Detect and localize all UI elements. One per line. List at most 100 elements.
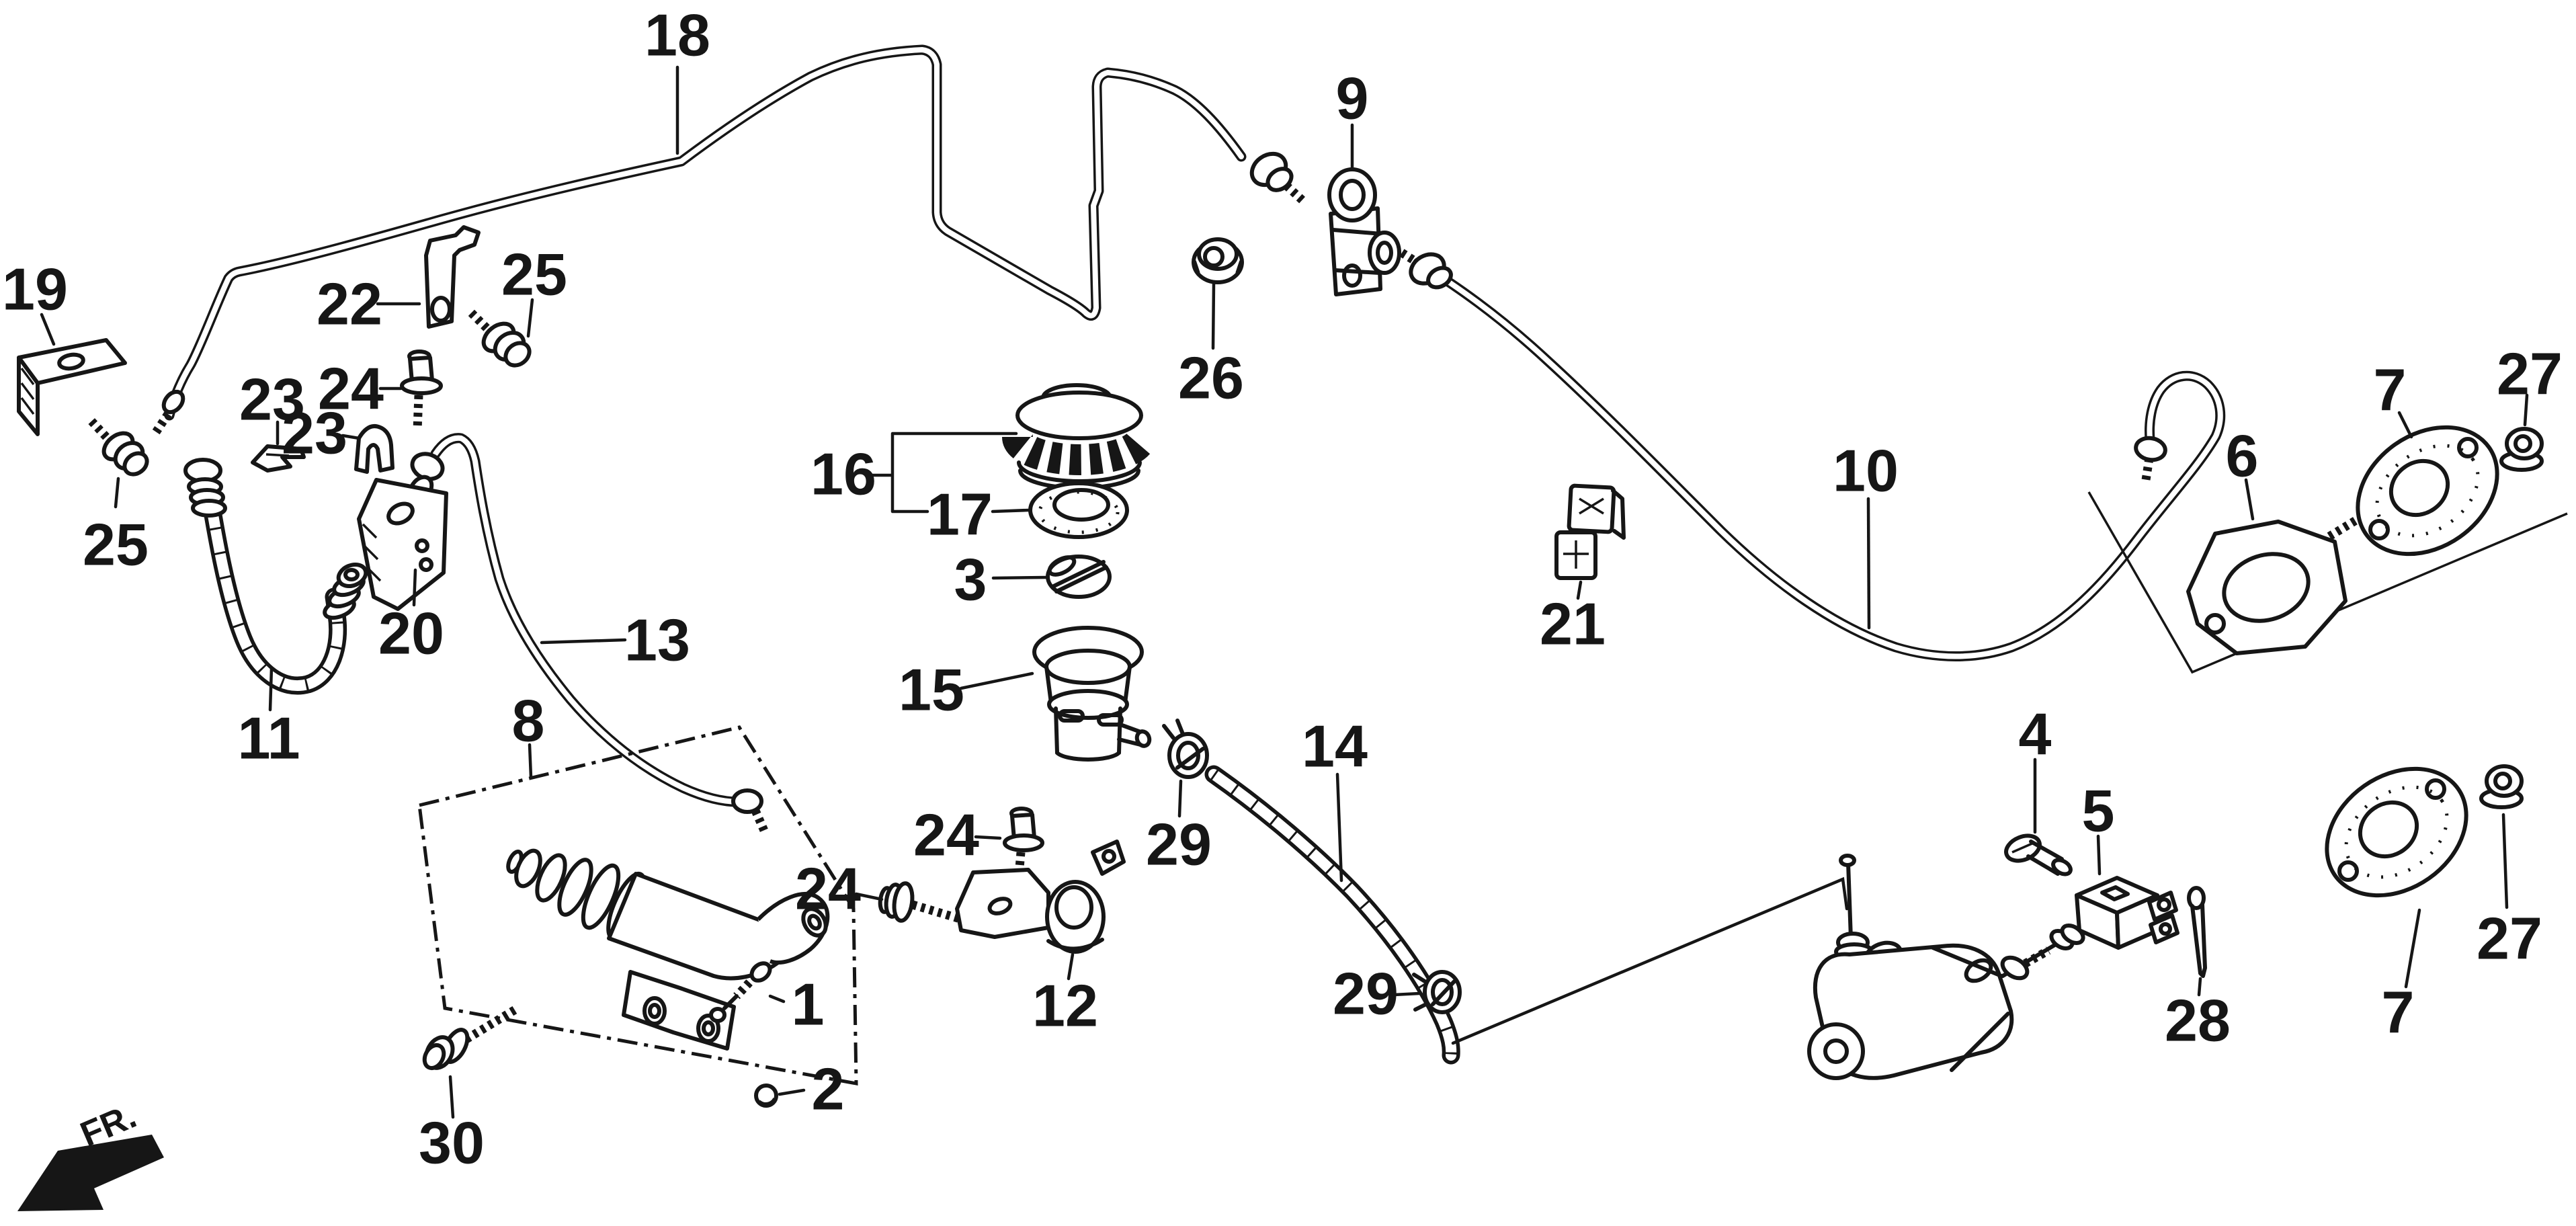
callout-18: 18 xyxy=(645,2,710,69)
bracket-12-base xyxy=(955,868,1050,939)
callout-24-mid: 24 xyxy=(913,802,979,868)
callout-8: 8 xyxy=(512,688,545,754)
pipe-10-end-threads xyxy=(2141,457,2154,481)
gasket-7a-stipple xyxy=(2375,444,2480,538)
reservoir-neck-inner xyxy=(1044,649,1132,685)
clevis-5 xyxy=(2075,876,2179,950)
callout-15: 15 xyxy=(899,657,964,723)
clamp-29a-ring xyxy=(1167,732,1209,779)
bracket-20-top-hole xyxy=(386,501,415,526)
clamp-29b-tabs xyxy=(1412,973,1456,1012)
bracket-20 xyxy=(357,478,448,611)
clip-21-upper xyxy=(1567,483,1616,534)
slave-boot-ring-2 xyxy=(535,853,567,903)
callout-29-lower: 29 xyxy=(1333,961,1399,1027)
leader-7b xyxy=(2404,908,2421,989)
pipe-18-left-nut xyxy=(161,389,185,415)
callout-29-upper: 29 xyxy=(1146,811,1212,878)
clip-21-side xyxy=(1611,489,1626,540)
bracket-22-hole xyxy=(430,296,452,323)
callout-23-b: 23 xyxy=(282,400,347,466)
leader-15 xyxy=(959,671,1034,690)
bolt-30 xyxy=(422,1004,520,1071)
bolt-25-top-threads xyxy=(466,307,490,331)
leader-27b xyxy=(2501,813,2509,909)
grommet-6-body xyxy=(2186,520,2348,655)
bolt-24b-washer xyxy=(1003,833,1044,852)
slave-ear-hole-2-inner xyxy=(702,1020,715,1036)
leader-7a xyxy=(2397,411,2413,439)
leader-26 xyxy=(1211,282,1216,350)
reservoir-slot-2 xyxy=(1097,713,1124,727)
bolt-25-top xyxy=(466,307,532,368)
baffle-3-vane xyxy=(1052,560,1108,594)
nut-26 xyxy=(1192,237,1244,284)
callout-27-lower: 27 xyxy=(2477,905,2542,972)
leader-30 xyxy=(448,1075,455,1119)
bracket-19 xyxy=(17,338,127,436)
slave-port-face xyxy=(801,907,828,938)
mc-stud-cap xyxy=(1839,854,1856,867)
slave-port-hole xyxy=(807,913,822,931)
pipe-clip-23-b xyxy=(354,424,394,474)
callout-4: 4 xyxy=(2019,701,2052,768)
bleeder-cap-2 xyxy=(754,1084,778,1108)
clip-23a-body xyxy=(251,444,306,473)
grommet-6 xyxy=(2186,509,2370,655)
callout-2: 2 xyxy=(812,1056,845,1122)
clip-21-upper-slots xyxy=(1579,497,1604,515)
callout-leaders xyxy=(40,65,2529,1119)
callout-25-left: 25 xyxy=(83,512,149,578)
clutch-pipe-18 xyxy=(151,50,1306,437)
hose-11-end-cap xyxy=(336,563,368,588)
callout-30: 30 xyxy=(419,1110,485,1176)
mc-body xyxy=(1813,943,2014,1080)
bracket-22-body xyxy=(424,225,481,329)
callout-28: 28 xyxy=(2165,987,2231,1054)
clip-21-lower-cross xyxy=(1563,540,1589,569)
callout-11: 11 xyxy=(237,705,300,772)
fr-direction-indicator: FR. xyxy=(17,1096,164,1211)
mc-snout-bore xyxy=(1823,1038,1849,1064)
bolt-24-lower xyxy=(878,881,964,924)
rod-pin-4 xyxy=(2004,833,2073,876)
nut-27b-hole xyxy=(2493,772,2512,790)
leader-8 xyxy=(528,743,533,779)
cotter-pin-28 xyxy=(2187,886,2207,978)
pipe-13-bottom-threads xyxy=(751,809,769,834)
clevis-ear-2-hole xyxy=(2159,922,2172,936)
clutch-hose-11 xyxy=(183,458,368,686)
callout-10: 10 xyxy=(1833,438,1899,504)
bolt-24-top-washer xyxy=(400,376,443,395)
gasket-7a-hole xyxy=(2388,458,2450,518)
leader-25a xyxy=(526,298,534,338)
bracket-20-hatch xyxy=(362,523,382,582)
callout-26: 26 xyxy=(1178,345,1244,411)
grommet-6-hole xyxy=(2222,552,2311,623)
gasket-7a-bolt-hole-1 xyxy=(2368,519,2390,540)
clevis-ear-1 xyxy=(2147,891,2178,922)
bleeder-hex xyxy=(749,961,772,983)
clutch-pipe-10 xyxy=(1399,249,2220,657)
clamp-bracket-12 xyxy=(955,840,1126,954)
clutch-pipe-13 xyxy=(402,438,769,834)
reservoir-cap-16 xyxy=(1002,383,1157,490)
leader-29a xyxy=(1177,779,1183,818)
cap-scallops xyxy=(1002,432,1157,475)
mc-locknut xyxy=(2000,955,2030,981)
slave-cylinder-8 xyxy=(506,848,830,1051)
leader-6 xyxy=(2244,478,2255,521)
bolt-25-left-head-top xyxy=(122,451,149,477)
seal-17-stipple xyxy=(1038,490,1120,534)
callout-1: 1 xyxy=(792,971,825,1038)
bracket-9-boss-hole xyxy=(1376,241,1393,265)
pin-4-shank xyxy=(2026,840,2064,876)
clamp-29-position-leader xyxy=(1451,876,1849,1045)
bracket-12-ear-hole xyxy=(1102,849,1116,864)
pipe-13-bottom-nut xyxy=(731,788,763,814)
hose-clamp-29-upper xyxy=(1162,719,1209,779)
bracket-12-hole xyxy=(987,897,1013,915)
clevis-top-hole xyxy=(2100,885,2130,901)
pipe-10-outline xyxy=(1418,263,2220,657)
